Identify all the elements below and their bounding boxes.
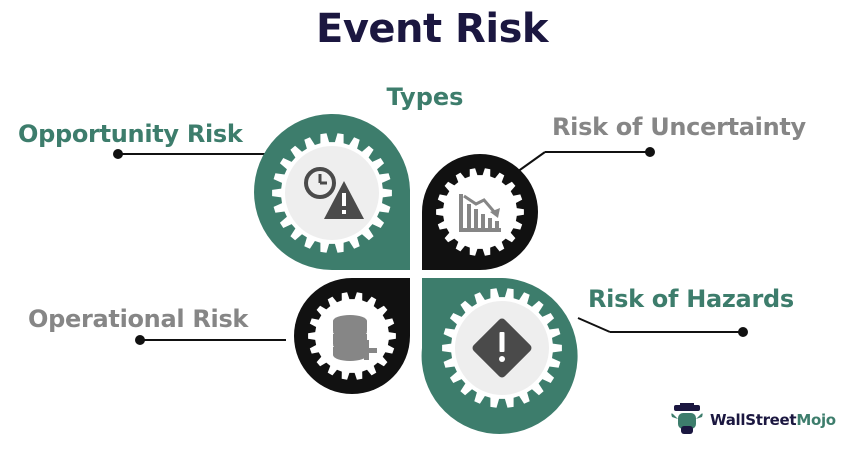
- brand-part1: WallStreet: [710, 411, 797, 429]
- label-risk-of-uncertainty: Risk of Uncertainty: [552, 113, 806, 141]
- clock-warning-icon: [304, 167, 364, 219]
- brand-logo: WallStreetMojo: [670, 400, 836, 440]
- brand-part2: Mojo: [796, 411, 836, 429]
- bull-mascot-icon: [671, 403, 703, 434]
- gear-center: [447, 179, 513, 245]
- types-subtitle: Types: [386, 83, 464, 111]
- label-risk-of-hazards: Risk of Hazards: [588, 285, 794, 313]
- label-operational-risk: Operational Risk: [28, 305, 249, 333]
- leader-lines: [113, 147, 748, 345]
- brand-wordmark: WallStreetMojo: [710, 411, 836, 429]
- label-opportunity-risk: Opportunity Risk: [18, 120, 243, 148]
- warning-diamond-icon: [472, 318, 532, 378]
- page-title: Event Risk: [316, 6, 548, 52]
- database-add-icon: [333, 315, 377, 361]
- declining-chart-icon: [459, 194, 501, 232]
